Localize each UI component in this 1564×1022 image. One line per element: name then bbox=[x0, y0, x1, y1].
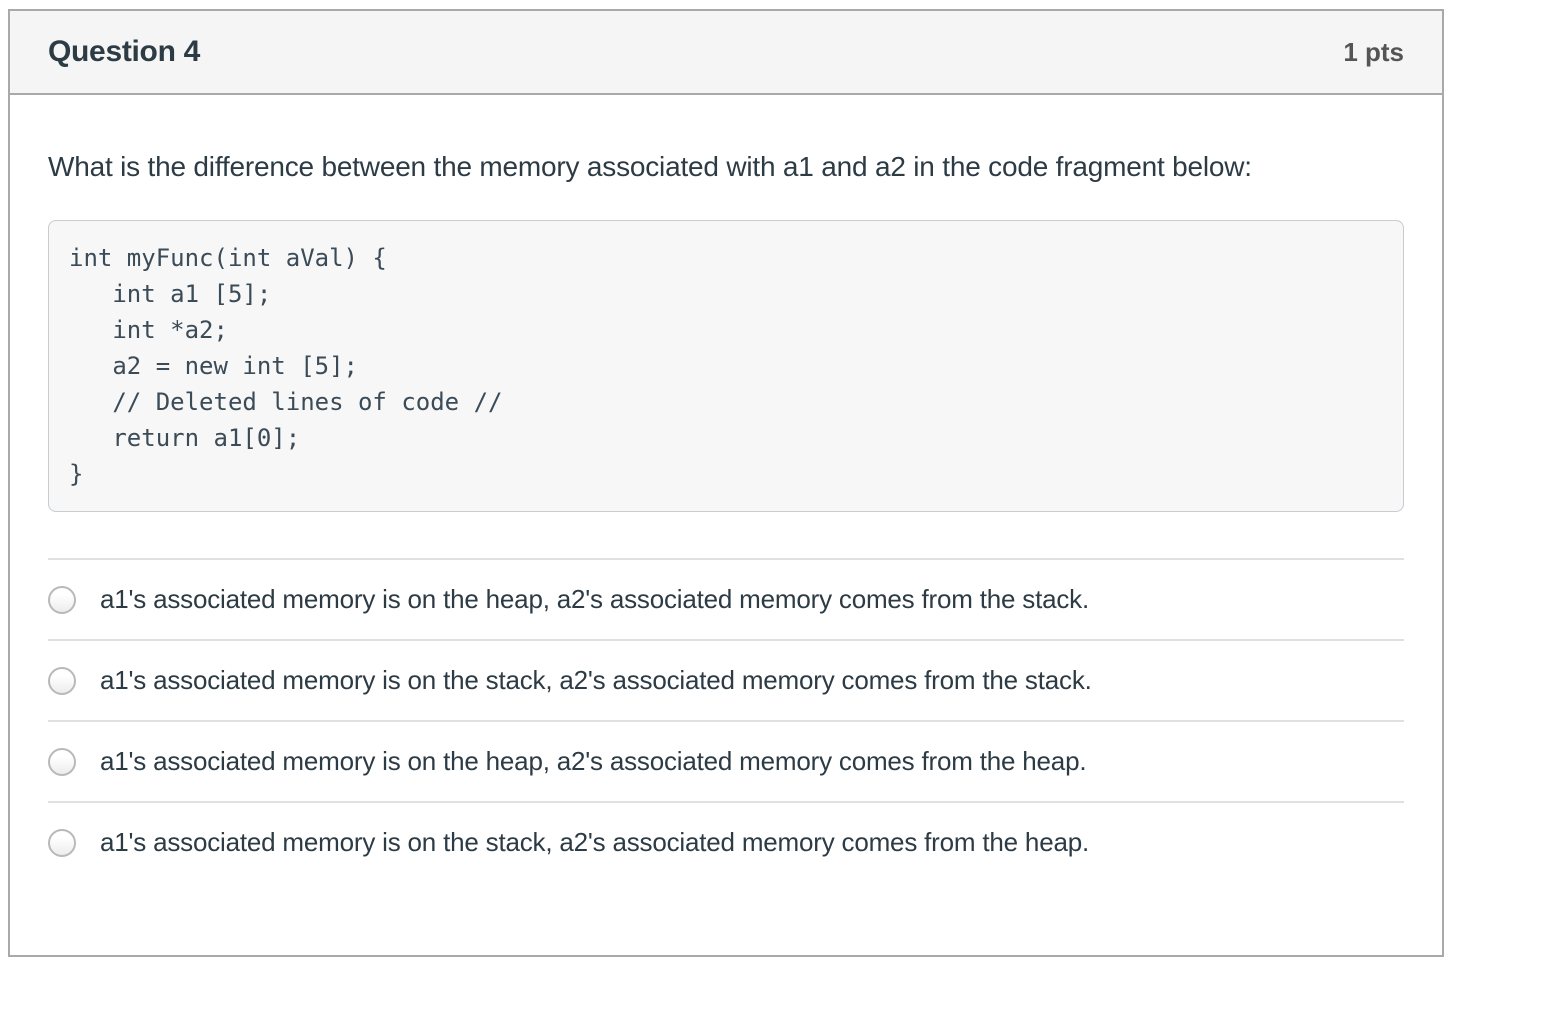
code-block: int myFunc(int aVal) { int a1 [5]; int *… bbox=[48, 220, 1404, 512]
code-text: int myFunc(int aVal) { int a1 [5]; int *… bbox=[69, 244, 503, 488]
radio-button-2[interactable] bbox=[48, 666, 76, 695]
radio-button-3[interactable] bbox=[48, 747, 76, 776]
answer-option-3[interactable]: a1's associated memory is on the heap, a… bbox=[48, 720, 1404, 801]
answer-option-1[interactable]: a1's associated memory is on the heap, a… bbox=[48, 558, 1404, 639]
radio-button-1[interactable] bbox=[48, 585, 76, 614]
answer-option-4[interactable]: a1's associated memory is on the stack, … bbox=[48, 801, 1404, 882]
radio-button-4[interactable] bbox=[48, 828, 76, 857]
answer-label-4: a1's associated memory is on the stack, … bbox=[100, 827, 1089, 857]
answer-label-1: a1's associated memory is on the heap, a… bbox=[100, 584, 1089, 614]
question-panel: Question 4 1 pts What is the difference … bbox=[8, 9, 1444, 957]
question-title: Question 4 bbox=[48, 35, 201, 68]
answer-option-2[interactable]: a1's associated memory is on the stack, … bbox=[48, 639, 1404, 720]
question-points: 1 pts bbox=[1343, 36, 1404, 67]
question-header: Question 4 1 pts bbox=[10, 11, 1442, 95]
answer-label-3: a1's associated memory is on the heap, a… bbox=[100, 746, 1087, 776]
question-prompt: What is the difference between the memor… bbox=[48, 151, 1252, 182]
answer-options: a1's associated memory is on the heap, a… bbox=[48, 558, 1404, 882]
answer-label-2: a1's associated memory is on the stack, … bbox=[100, 665, 1092, 695]
question-body: What is the difference between the memor… bbox=[10, 95, 1442, 882]
